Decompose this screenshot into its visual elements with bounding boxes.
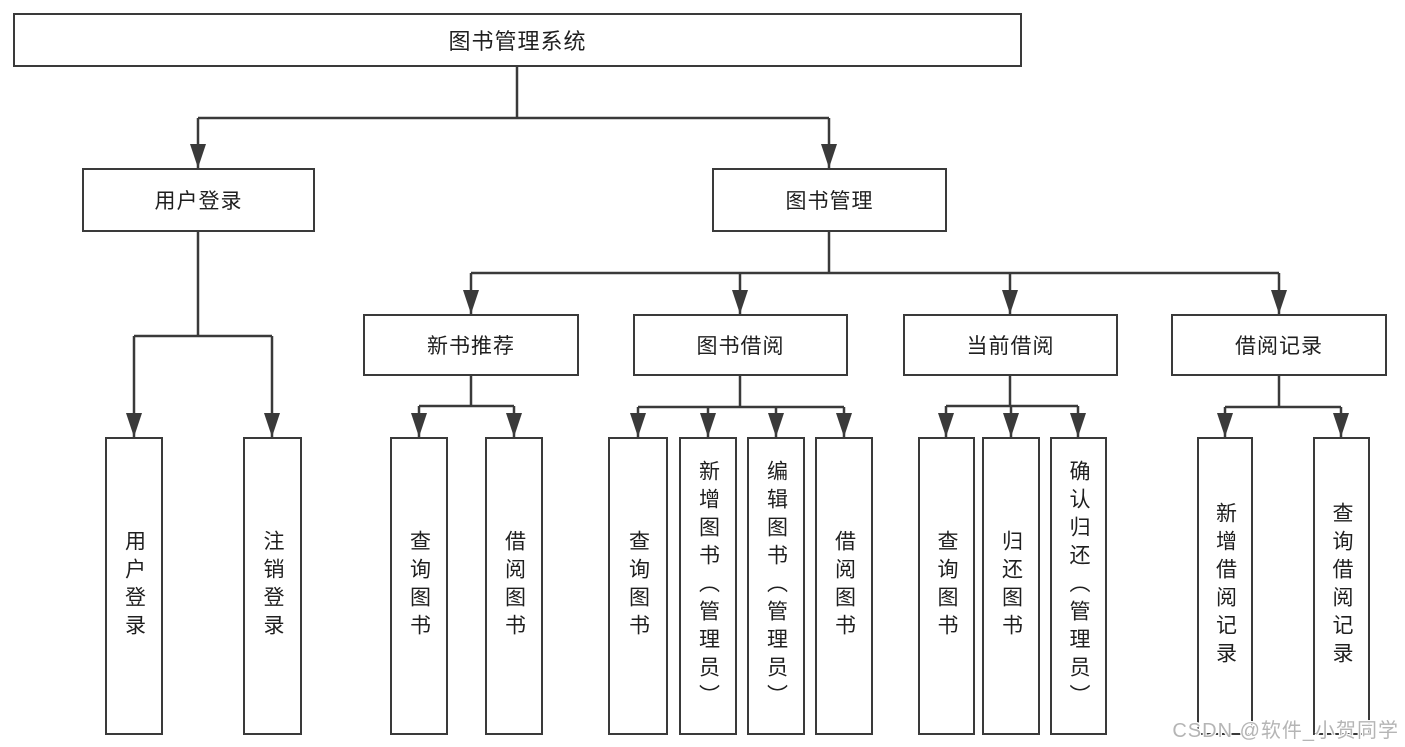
node-book-borrowing-label: 图书借阅 xyxy=(696,335,785,358)
leaf-edit-books-admin: 编辑图书（管理员） xyxy=(747,437,805,735)
leaf-borrowing-query-books: 查询图书 xyxy=(608,437,668,735)
node-root-label: 图书管理系统 xyxy=(448,29,587,54)
leaf-confirm-return-admin: 确认归还（管理员） xyxy=(1050,437,1107,735)
leaf-current-query-books-label: 查询图书 xyxy=(935,530,958,642)
node-new-book-recommend-label: 新书推荐 xyxy=(427,335,515,358)
leaf-newbook-borrow-books-label: 借阅图书 xyxy=(502,530,526,642)
leaf-user-login-label: 用户登录 xyxy=(122,530,146,642)
leaf-add-borrow-record: 新增借阅记录 xyxy=(1197,437,1253,735)
leaf-confirm-return-admin-label: 确认归还（管理员） xyxy=(1067,460,1090,712)
leaf-logout-label: 注销登录 xyxy=(261,530,284,642)
node-current-borrowing-label: 当前借阅 xyxy=(966,335,1055,358)
leaf-return-books: 归还图书 xyxy=(982,437,1040,735)
node-current-borrowing: 当前借阅 xyxy=(903,314,1118,376)
node-root-system: 图书管理系统 xyxy=(13,13,1022,67)
node-user-login-label: 用户登录 xyxy=(154,190,243,213)
node-new-book-recommend: 新书推荐 xyxy=(363,314,579,376)
leaf-return-books-label: 归还图书 xyxy=(999,530,1023,642)
node-borrowing-records: 借阅记录 xyxy=(1171,314,1387,376)
node-user-login: 用户登录 xyxy=(82,168,315,232)
node-book-management: 图书管理 xyxy=(712,168,947,232)
node-book-management-label: 图书管理 xyxy=(785,190,874,213)
leaf-current-query-books: 查询图书 xyxy=(918,437,975,735)
node-book-borrowing: 图书借阅 xyxy=(633,314,848,376)
leaf-query-borrow-record-label: 查询借阅记录 xyxy=(1330,502,1353,670)
leaf-user-login: 用户登录 xyxy=(105,437,163,735)
watermark: CSDN @软件_小贺同学 xyxy=(1172,720,1399,742)
leaf-newbook-query-books-label: 查询图书 xyxy=(407,530,431,642)
leaf-borrowing-query-books-label: 查询图书 xyxy=(626,530,650,642)
node-borrowing-records-label: 借阅记录 xyxy=(1235,335,1323,358)
leaf-add-books-admin-label: 新增图书（管理员） xyxy=(696,460,720,712)
leaf-borrowing-borrow-books: 借阅图书 xyxy=(815,437,873,735)
leaf-borrowing-borrow-books-label: 借阅图书 xyxy=(832,530,856,642)
leaf-add-books-admin: 新增图书（管理员） xyxy=(679,437,737,735)
leaf-add-borrow-record-label: 新增借阅记录 xyxy=(1213,502,1237,670)
leaf-logout: 注销登录 xyxy=(243,437,302,735)
leaf-edit-books-admin-label: 编辑图书（管理员） xyxy=(764,460,788,712)
connector-group xyxy=(126,67,1349,437)
leaf-query-borrow-record: 查询借阅记录 xyxy=(1313,437,1370,735)
leaf-newbook-borrow-books: 借阅图书 xyxy=(485,437,543,735)
leaf-newbook-query-books: 查询图书 xyxy=(390,437,448,735)
